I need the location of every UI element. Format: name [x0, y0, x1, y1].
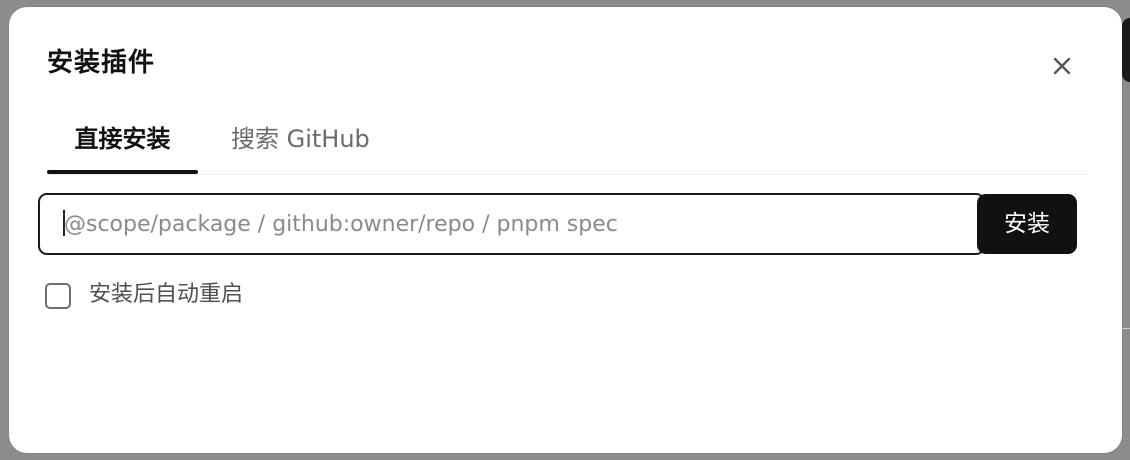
- close-icon: [1053, 57, 1071, 75]
- background-divider: [1122, 328, 1130, 329]
- install-button[interactable]: 安装: [977, 194, 1077, 254]
- dialog-title: 安装插件: [47, 48, 156, 78]
- text-cursor: [63, 210, 65, 236]
- package-spec-input[interactable]: [38, 193, 985, 255]
- auto-restart-checkbox[interactable]: [45, 283, 71, 309]
- close-button[interactable]: [1047, 51, 1077, 81]
- tab-bar: 直接安装 搜索 GitHub: [47, 115, 1086, 175]
- tab-search-github[interactable]: 搜索 GitHub: [231, 125, 370, 153]
- background-panel-edge: [1122, 18, 1130, 82]
- tab-direct-install[interactable]: 直接安装: [47, 115, 198, 174]
- auto-restart-label[interactable]: 安装后自动重启: [89, 282, 244, 307]
